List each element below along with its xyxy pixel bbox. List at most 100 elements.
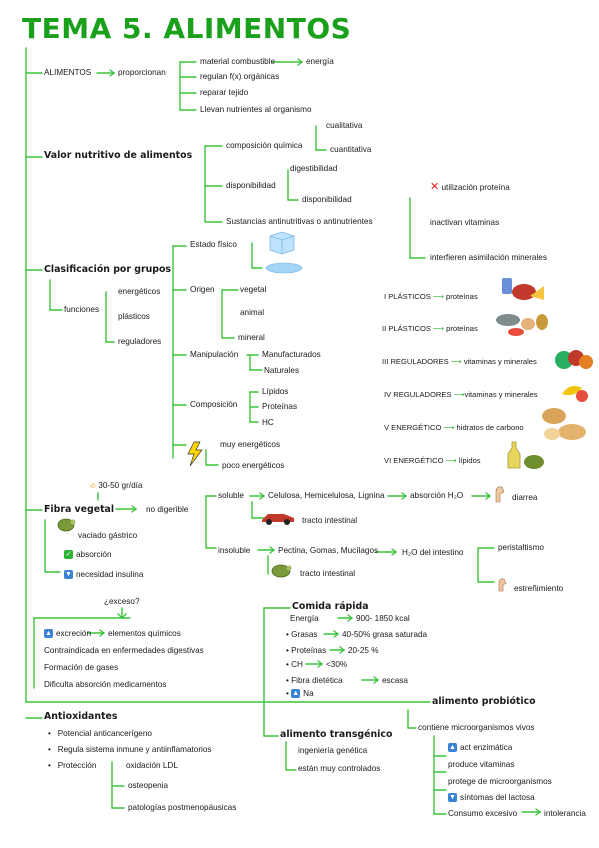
diarrea-label: diarrea <box>512 493 538 502</box>
composicion-label: composición química <box>226 141 303 150</box>
funciones-item: reguladores <box>118 337 162 346</box>
origen-label: Origen <box>190 285 215 294</box>
exceso-question: ¿exceso? <box>104 597 140 606</box>
no-digerible-label: no digerible <box>146 505 189 514</box>
grupo-item: VI ENERGÉTICO ⟶ lípidos <box>384 456 481 465</box>
intolerancia-label: intolerancia <box>544 809 586 818</box>
efecto-item: ✕ utilización proteína <box>430 181 510 193</box>
alimentos-heading: ALIMENTOS <box>44 68 92 77</box>
composicion-item: Proteínas <box>262 402 298 411</box>
origen-item: mineral <box>238 333 265 342</box>
probiotico-item: produce vitaminas <box>448 760 515 769</box>
tracto-label: tracto intestinal <box>302 516 358 525</box>
check-icon: ✓ <box>64 550 73 560</box>
alimentos-item: reparar tejido <box>200 88 249 97</box>
antioxidantes-heading: Antioxidantes <box>44 711 118 722</box>
bread-icon <box>542 408 586 440</box>
grupo-item: V ENERGÉTICO ⟶ hidratos de carbono <box>384 423 524 432</box>
up-arrow-icon: ▲ <box>448 743 457 753</box>
comida-grasas: • Grasas <box>286 630 318 639</box>
efecto-item: interfieren asimilación minerales <box>430 253 547 262</box>
tracto-label: tracto intestinal <box>300 569 356 578</box>
lightning-icon <box>187 441 203 467</box>
antioxidante-item: • Potencial anticancerígeno <box>48 729 152 738</box>
exceso-item: Formación de gases <box>44 663 119 672</box>
proteccion-item: patologías postmenopáusicas <box>128 803 237 812</box>
disponibilidad-sub-label: disponibilidad <box>302 195 352 204</box>
vaciado-label: vaciado gástrico <box>78 531 138 540</box>
exceso-item: Dificulta absorción medicamentos <box>44 680 167 689</box>
absorcion-item: ✓absorción <box>64 550 112 560</box>
origen-item: animal <box>240 308 265 317</box>
comida-heading: Comida rápida <box>292 601 369 612</box>
alimentos-item: Llevan nutrientes al organismo <box>200 105 312 114</box>
origen-item: vegetal <box>240 285 267 294</box>
fibra-heading: Fibra vegetal <box>44 504 115 515</box>
composicion-group-label: Composición <box>190 400 238 409</box>
up-arrow-icon: ▲ <box>44 629 53 639</box>
ice-cube-icon <box>269 231 295 255</box>
comida-proteinas: • Proteínas <box>286 646 327 655</box>
comida-fibra-value: escasa <box>382 676 408 685</box>
composicion-item: Lípidos <box>262 387 289 396</box>
fish-eggs-icon <box>496 314 548 336</box>
muscle-arm-icon <box>498 578 507 592</box>
funciones-item: energéticos <box>118 287 161 296</box>
estrenimiento-label: estreñimiento <box>514 584 564 593</box>
page-title: TEMA 5. ALIMENTOS <box>22 12 352 45</box>
fruits-icon <box>562 386 588 402</box>
alimentos-verb: proporcionan <box>118 68 166 77</box>
composicion-item: HC <box>262 418 274 427</box>
comida-grasas-value: 40-50% grasa saturada <box>342 630 428 639</box>
energia-item: muy energéticos <box>220 440 281 449</box>
consumo-label: Consumo excesivo <box>448 809 518 818</box>
excrecion-item: ▲excreción <box>44 629 92 639</box>
digestibilidad-label: digestibilidad <box>290 164 338 173</box>
grupo-item: II PLÁSTICOS ⟶ proteínas <box>382 324 478 333</box>
elementos-label: elementos químicos <box>108 629 181 638</box>
soluble-items: Celulosa, Hemicelulosa, Lignina <box>268 491 385 500</box>
manipulacion-label: Manipulación <box>190 350 239 359</box>
antioxidante-item: • Regula sistema inmune y antiinflamator… <box>48 745 212 754</box>
muscle-arm-icon <box>495 486 505 503</box>
comida-energia: Energía <box>290 614 319 623</box>
funciones-item: plásticos <box>118 312 150 321</box>
disponibilidad-label: disponibilidad <box>226 181 276 190</box>
contiene-label: contiene microorganismos vivos <box>418 723 535 732</box>
grupo-item: IV REGULADORES ⟶vitaminas y minerales <box>384 390 538 399</box>
probiotico-item: ▲act enzimática <box>448 743 513 753</box>
grupo-item: III REGULADORES ⟶ vitaminas y minerales <box>382 357 537 366</box>
manipulacion-item: Naturales <box>264 366 300 375</box>
alimentos-item: regulan f(x) orgánicas <box>200 72 280 81</box>
manipulacion-item: Manufacturados <box>262 350 321 359</box>
probiotico-item: protege de microorganismos <box>448 777 552 786</box>
efecto-item: inactivan vitaminas <box>430 218 500 227</box>
up-arrow-icon: ▲ <box>291 689 301 699</box>
comida-proteinas-value: 20-25 % <box>348 646 379 655</box>
soluble-label: soluble <box>218 491 244 500</box>
probiotico-heading: alimento probiótico <box>432 696 536 707</box>
cross-icon: ✕ <box>430 181 440 193</box>
transgenico-item: ingeniería genética <box>298 746 368 755</box>
comida-fibra: • Fibra dietética <box>286 676 343 685</box>
oil-icon <box>507 441 544 469</box>
peristaltismo-label: peristaltismo <box>498 543 544 552</box>
energia-label: energía <box>306 57 334 66</box>
water-puddle-icon <box>265 262 303 274</box>
antioxidante-item: • Protección <box>48 761 97 770</box>
h2o-intestino-label: H₂O del intestino <box>402 548 464 557</box>
turtle-icon <box>271 564 292 578</box>
comida-ch: • CH <box>286 660 303 669</box>
transgenico-heading: alimento transgénico <box>280 729 393 740</box>
turtle-icon <box>57 518 76 532</box>
comida-na: • ▲Na <box>286 689 314 699</box>
grupo-item: I PLÁSTICOS ⟶ proteínas <box>384 292 478 301</box>
funciones-label: funciones <box>64 305 100 314</box>
down-arrow-icon: ▼ <box>64 570 73 580</box>
exceso-item: Contraindicada en enfermedades digestiva… <box>44 646 204 655</box>
probiotico-item: ▼síntomas del lactosa <box>448 793 535 803</box>
absorcion-h2o-label: absorción H₂O <box>410 491 464 500</box>
estado-label: Estado físico <box>190 240 237 249</box>
alimentos-item: material combustible <box>200 57 276 66</box>
